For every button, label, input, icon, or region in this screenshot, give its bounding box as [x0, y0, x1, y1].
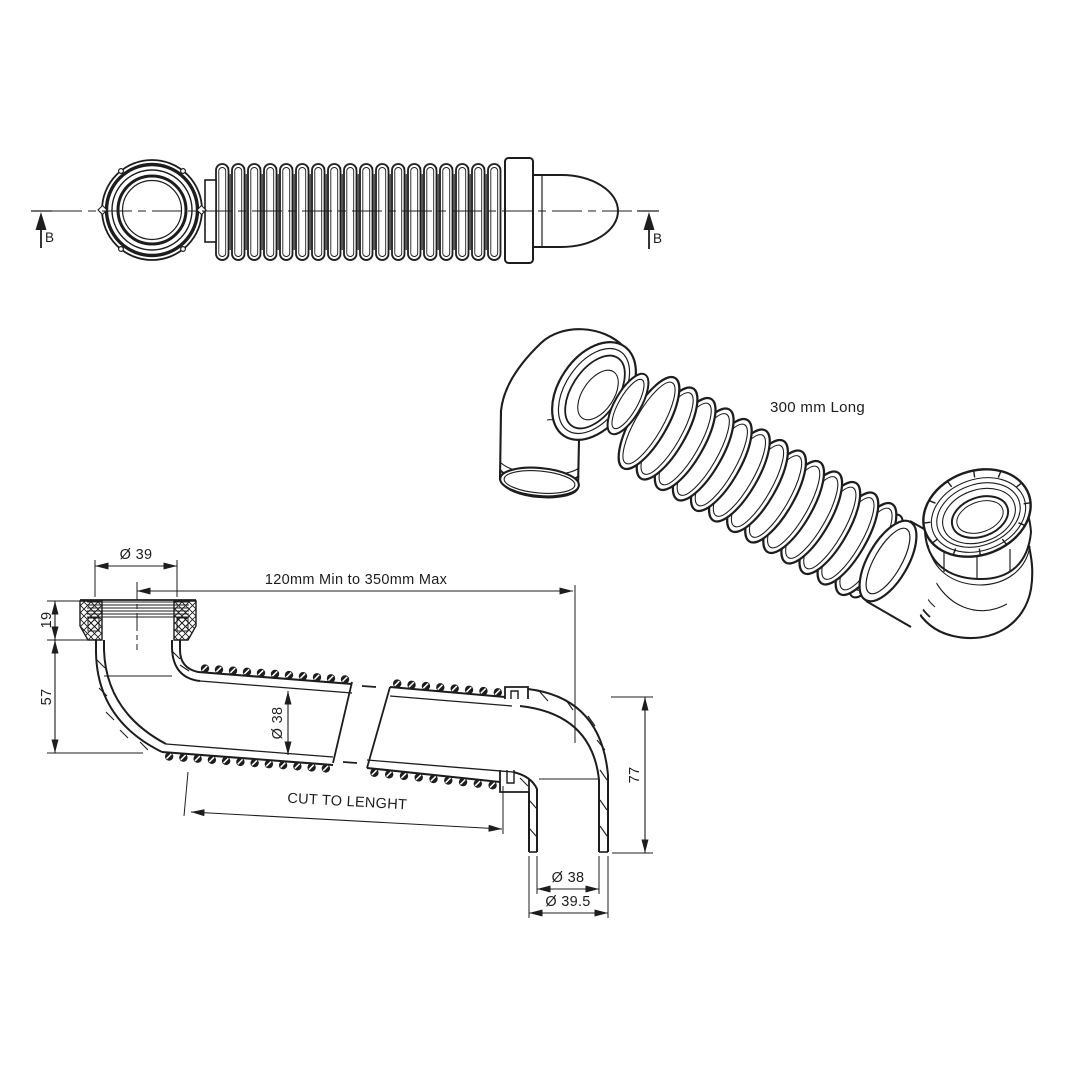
section-label: B: [653, 231, 662, 246]
nut-tab: [117, 168, 124, 175]
dim-text: Ø 38: [552, 870, 585, 886]
wall-hatch-marks: [96, 651, 608, 838]
retaining-clips: [499, 686, 530, 793]
dim-text: CUT TO LENGHT: [287, 791, 408, 814]
dim-outlet-height: 77: [611, 696, 653, 854]
dim-text: Ø 38: [270, 707, 286, 740]
side-view: B B: [31, 157, 662, 264]
dim-text: Ø 39.5: [545, 894, 590, 910]
section-arrow-icon: [643, 212, 655, 230]
dim-nut-height: 19: [39, 600, 94, 641]
dim-hose-bore: Ø 38: [270, 691, 292, 755]
dim-text: 77: [627, 767, 643, 784]
right-elbow-with-nut: [858, 468, 1034, 640]
left-elbow: [498, 328, 650, 499]
elbow-spigot: [606, 372, 650, 436]
hose-corrugation-rings: [617, 375, 898, 597]
section-arrow-icon: [35, 212, 47, 230]
hose-inner-walls: [165, 680, 514, 773]
hose-corrugations: [215, 163, 502, 261]
nut-tab: [180, 246, 187, 253]
nut-tab: [97, 204, 108, 216]
nut-tab: [180, 168, 187, 175]
dim-text: Ø 39: [120, 547, 153, 563]
inlet-nut-section: [79, 599, 197, 677]
seal-section: [87, 617, 100, 632]
dim-outlet-od: Ø 39.5: [528, 856, 609, 918]
section-marker-right: B: [637, 210, 662, 249]
swivel-nut-front: [97, 159, 207, 261]
iso-length-label: 300 mm Long: [770, 399, 865, 416]
pipe-break-symbol: [332, 681, 391, 769]
dim-text: 19: [39, 612, 55, 629]
isometric-view: 300 mm Long: [498, 328, 1034, 640]
hose-valleys: [229, 174, 487, 250]
section-marker-left: B: [31, 210, 54, 248]
section-label: B: [45, 230, 54, 245]
nut-tab: [117, 246, 124, 253]
nut-grip-ribs: [923, 470, 1031, 556]
dim-overall-length: 120mm Min to 350mm Max: [137, 572, 576, 743]
outlet-elbow-walls: [512, 688, 609, 853]
hose-section-corrugations: [161, 664, 506, 790]
seal-section: [176, 617, 189, 632]
dim-text: 57: [39, 689, 55, 706]
nut-opening: [950, 495, 1010, 539]
inlet-elbow-walls: [95, 640, 201, 753]
elbow-socket: [858, 519, 918, 603]
dim-nut-diameter: Ø 39: [94, 547, 178, 597]
nut-threads: [87, 601, 189, 618]
dim-cut-to-length: CUT TO LENGHT: [183, 771, 504, 834]
dim-outlet-bore: Ø 38: [536, 856, 600, 894]
dim-text: 120mm Min to 350mm Max: [265, 572, 448, 588]
nut-tab: [196, 204, 207, 216]
cross-section-view: Ø 39 120mm Min to 350mm Max 19 57 Ø 38: [39, 547, 653, 918]
dim-inlet-depth: 57: [39, 640, 143, 754]
